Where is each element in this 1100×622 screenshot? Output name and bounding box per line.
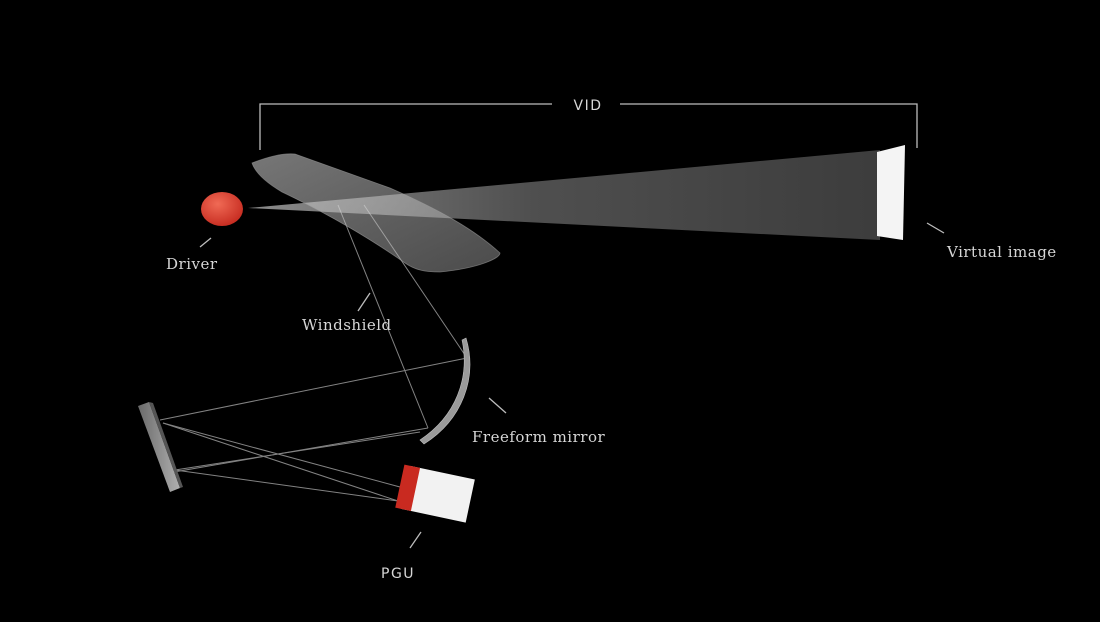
fold-mirror <box>138 402 183 492</box>
vid-label: VID <box>574 98 603 114</box>
virtual-image-leader <box>926 222 945 234</box>
ray-cross-b <box>174 431 421 471</box>
windshield-label: Windshield <box>302 316 392 334</box>
driver-leader <box>199 237 212 248</box>
freeform-mirror-label: Freeform mirror <box>472 428 605 446</box>
ray-pgu-to-fold-mirror-top <box>162 422 401 488</box>
virtual-image-label: Virtual image <box>946 243 1057 261</box>
vid-bracket <box>259 103 918 150</box>
pgu-leader <box>409 531 422 549</box>
driver-head <box>201 192 243 226</box>
windshield <box>251 153 501 273</box>
pgu-label: PGU <box>381 566 415 582</box>
pgu-emitter <box>395 464 421 511</box>
ray-cross-a <box>162 422 399 502</box>
driver-label: Driver <box>166 255 218 273</box>
pgu-body <box>401 465 475 523</box>
windshield-leader <box>357 292 371 312</box>
freeform-mirror-leader <box>488 397 507 414</box>
ray-freeform-to-windshield-left <box>337 204 429 429</box>
virtual-image-light-beam <box>248 150 880 240</box>
ray-fold-to-freeform-top <box>159 357 468 421</box>
leader-lines <box>199 222 945 549</box>
virtual-image-panel <box>877 145 905 240</box>
freeform-mirror <box>419 337 471 445</box>
pgu-unit <box>395 464 475 523</box>
ray-pgu-to-fold-mirror-bottom <box>174 469 399 502</box>
